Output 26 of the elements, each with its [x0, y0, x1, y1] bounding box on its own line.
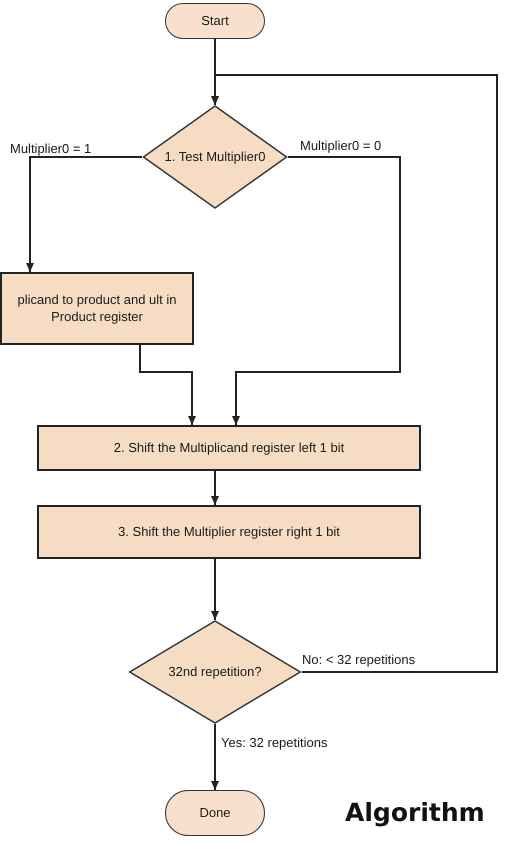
arrow	[211, 724, 219, 790]
edge-label: Multiplier0 = 0	[298, 138, 384, 153]
arrow	[26, 156, 142, 272]
node-label: 2. Shift the Multiplicand register left 1 bit	[112, 440, 346, 456]
process-box	[37, 505, 421, 559]
node-label: 3. Shift the Multiplier register right 1 bit	[117, 524, 341, 540]
decision-diamond	[128, 620, 302, 724]
node-label: Done	[198, 804, 232, 822]
arrow	[211, 74, 498, 673]
arrow	[232, 156, 401, 425]
node-label: 32nd repetition?	[167, 664, 263, 680]
decision-diamond	[142, 105, 288, 209]
node-label: 1. Test Multiplier0	[164, 148, 266, 166]
terminal-box	[165, 3, 265, 39]
terminal-box	[165, 790, 265, 836]
arrow	[139, 345, 196, 425]
node-label: Start	[200, 12, 230, 30]
algorithm-label: Algorithm	[345, 798, 485, 827]
edge-label: No: < 32 repetitions	[300, 652, 418, 667]
process-box	[37, 425, 421, 471]
edge-label: Multiplier0 = 1	[8, 141, 94, 156]
node-label: plicand to product and ult in Product register	[16, 292, 178, 326]
edge-label: Yes: 32 repetitions	[219, 735, 330, 750]
arrow	[211, 471, 219, 505]
process-box	[0, 272, 194, 345]
arrow	[211, 559, 219, 620]
